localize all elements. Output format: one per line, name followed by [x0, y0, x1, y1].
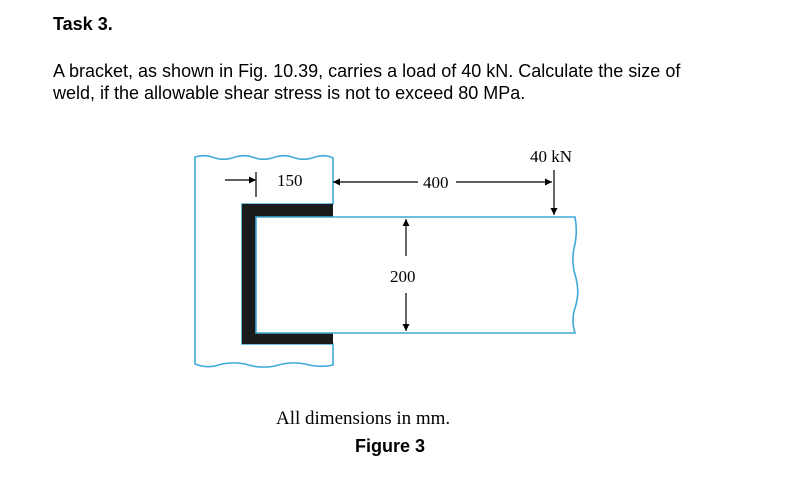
dim-400-label: 400 [423, 173, 449, 192]
load-label: 40 kN [530, 147, 572, 166]
dim-150-label: 150 [277, 171, 303, 190]
support-plate [194, 154, 334, 368]
figure-caption: Figure 3 [355, 436, 425, 456]
dim-200-label: 200 [390, 267, 416, 286]
task-title: Task 3. [53, 14, 113, 34]
problem-line-1: A bracket, as shown in Fig. 10.39, carri… [53, 61, 681, 81]
problem-line-2: weld, if the allowable shear stress is n… [53, 83, 526, 103]
weld-fillet [242, 204, 333, 344]
problem-statement: A bracket, as shown in Fig. 10.39, carri… [53, 60, 783, 104]
units-note: All dimensions in mm. [276, 408, 450, 429]
bracket-plate [255, 216, 579, 334]
